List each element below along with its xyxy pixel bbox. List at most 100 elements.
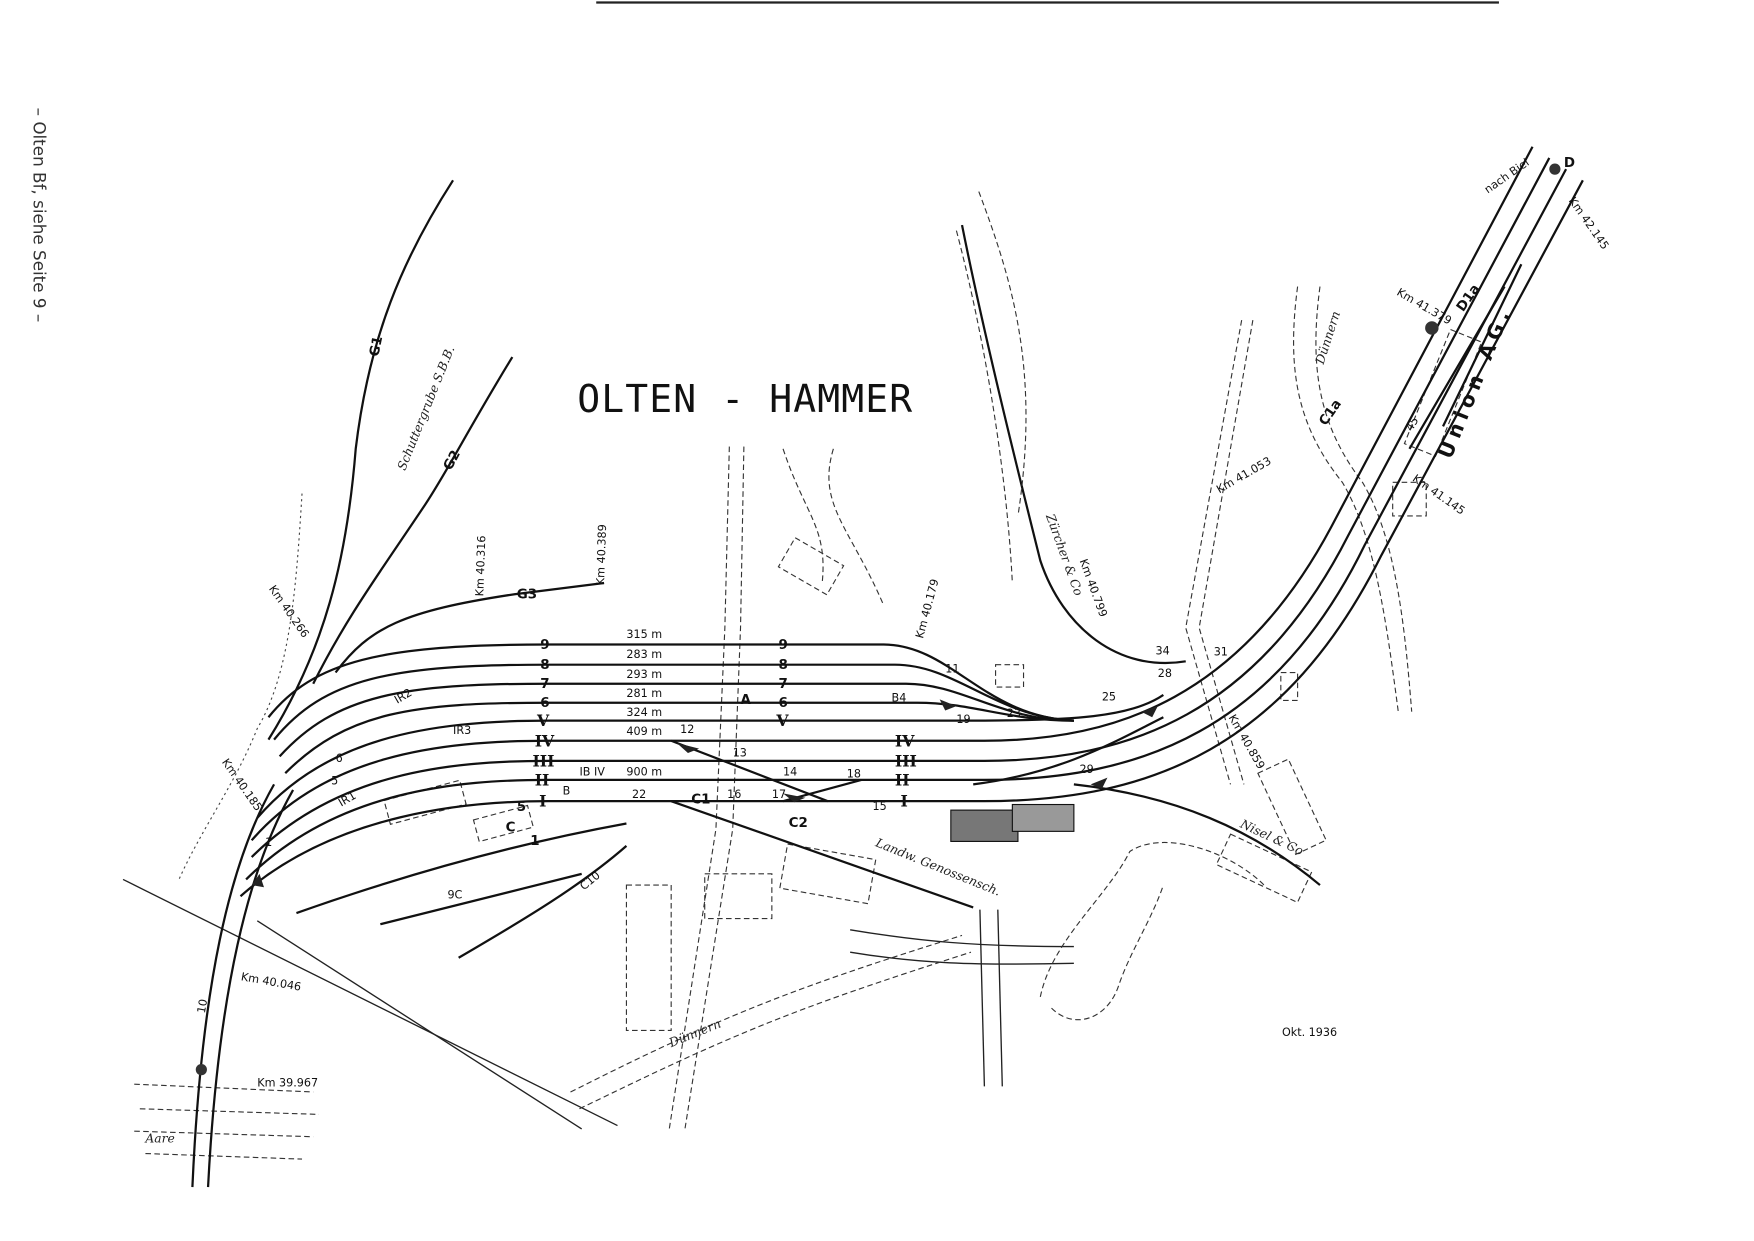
road-east [1185,320,1254,785]
switch-number: 15 [873,800,887,813]
date-label: Okt. 1936 [1282,1026,1337,1039]
track-length: 900 m [626,765,662,778]
signal-label: A [741,693,752,708]
signal-label: IR3 [453,724,471,737]
aare-label: Aare [144,1131,174,1145]
km-label: Km 42.145 [1566,195,1612,252]
switch-number: 45 [1403,415,1421,434]
siding-label: C [506,820,516,835]
track-label-mid: 8 [779,658,788,673]
switch-marker [676,742,700,754]
km-label: Km 41.145 [1410,472,1467,518]
track-label-mid: 7 [779,677,788,692]
siding-9c [380,872,582,926]
road-vertical [979,909,986,1087]
track-label: III [532,751,554,770]
track-label: I [539,792,546,811]
switch-number: 22 [632,788,646,801]
building [704,873,773,920]
track-length: 409 m [626,725,662,738]
signal-label: B [563,784,571,797]
switch-number: 16 [727,788,741,801]
tracks [178,146,1584,1188]
signal-label: IR2 [392,686,414,706]
signal-disc [195,1064,207,1076]
building [1257,758,1327,856]
switch-number: 25 [1102,690,1116,703]
track-length: 324 m [626,706,662,719]
road-lower [850,929,1074,965]
road-diagonal [256,920,583,1130]
switch-number: 23 [1007,707,1021,720]
rivers [134,286,1413,1160]
track-label-east: I [900,792,907,811]
signal-label: C10 [577,869,602,893]
km-boundary [178,493,303,880]
signal-labels: IR1 IR2 IR3 IB IV B4 C1 C2 C10 C1a D1a A… [336,156,1575,893]
track-6 [284,701,1074,774]
track-length: 315 m [626,628,662,641]
switch-number: 18 [847,768,861,781]
main-line-west [191,783,276,1188]
km-labels: Km 40.316 Km 40.389 Km 40.266 Km 40.185 … [219,195,1611,1090]
signal-label: C1a [1317,397,1345,429]
track-label-east: II [895,770,910,789]
km-label: Km 39.967 [257,1076,318,1089]
road-curve [782,448,885,606]
building [1392,481,1427,517]
siding-zuercher [960,224,1186,665]
siding-c2 [670,800,974,909]
track-label-east: III [895,751,917,770]
track-IV [250,146,1534,842]
switch-number: 12 [680,723,694,736]
siding-label: 5 [517,800,526,815]
landw-label: Landw. Genossensch. [873,835,1003,898]
track-label: II [535,770,550,789]
warehouse-hatched [950,809,1019,842]
switch-number: 13 [733,746,747,759]
duennern-river-north [1315,286,1413,712]
switch-number: 1 [265,836,272,849]
siding-label-g3: G3 [517,588,537,603]
building [1215,833,1313,904]
track-label: 7 [540,677,549,692]
duennern-river [579,951,972,1110]
switch-number: 19 [956,713,970,726]
siding-label: 9C [447,888,462,901]
switch-number: 11 [945,663,959,676]
track-III [250,157,1551,858]
siding-g2 [312,356,514,685]
warehouse-hatched [1011,803,1075,832]
track-labels: 9 8 7 6 V IV III II I 9 8 7 6 V IV III I… [532,628,916,811]
switch-marker [783,793,806,803]
side-note: – Olten Bf, siehe Seite 9 – [30,108,50,323]
siding-label-g1: G1 [367,335,386,358]
track-7 [278,682,1074,758]
switch-marker [939,699,957,711]
road-diagonal [122,878,618,1127]
switch-number: 34 [1156,645,1170,658]
duennern-label: Dünnern [666,1017,723,1051]
nach-biel-label: nach Biel [1482,156,1532,196]
track-V [256,693,1164,819]
track-label: 9 [540,638,549,653]
switch-marker [1140,706,1158,718]
building [779,843,877,905]
building [625,884,672,1032]
switch-number: 31 [1214,646,1228,659]
track-label-mid: 9 [779,638,788,653]
km-label: Km 40.389 [594,524,609,585]
km-label: Km 40.179 [913,578,941,640]
km-label: Km 41.379 [1395,286,1454,328]
km-label: Km 40.266 [266,583,312,640]
road-vertical [668,446,730,1132]
road-vertical [684,446,745,1132]
track-9 [267,643,1074,722]
switch-number: 29 [1079,763,1093,776]
switch-numbers: 12 13 14 15 16 17 18 19 22 23 25 28 29 3… [195,415,1422,1015]
signal-label: IR1 [336,789,358,809]
siding-north [955,191,1027,584]
km-label: Km 40.185 [219,756,265,813]
track-I [239,179,1584,898]
